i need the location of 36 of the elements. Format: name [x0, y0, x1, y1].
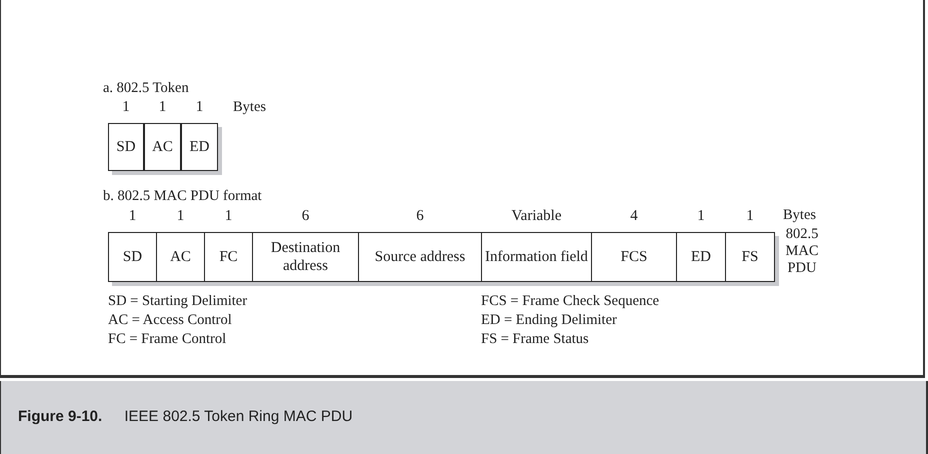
- byte-count: Variable: [510, 208, 562, 225]
- byte-count: 1: [176, 208, 186, 225]
- byte-count: 1: [745, 208, 755, 225]
- byte-count: 6: [300, 208, 310, 225]
- field-cell: FCS: [591, 232, 677, 282]
- byte-count: 4: [629, 208, 639, 225]
- field-cell: FS: [725, 232, 775, 282]
- abbreviation-note: ED = Ending Delimiter: [481, 312, 617, 329]
- abbreviation-note: FS = Frame Status: [481, 331, 589, 348]
- frame-name-label: 802.5 MAC PDU: [784, 226, 820, 277]
- unit-label: Bytes: [783, 207, 816, 224]
- figure-part-title: b. 802.5 MAC PDU format: [103, 188, 262, 205]
- abbreviation-note: SD = Starting Delimiter: [108, 293, 248, 310]
- byte-count: 1: [224, 208, 234, 225]
- figure-part-title: a. 802.5 Token: [103, 80, 189, 97]
- figure-caption: Figure 9-10. IEEE 802.5 Token Ring MAC PDU: [18, 408, 353, 425]
- abbreviation-note: FCS = Frame Check Sequence: [481, 293, 660, 310]
- field-cell: Source address: [358, 232, 482, 282]
- unit-label: Bytes: [233, 99, 266, 116]
- byte-count: 1: [128, 208, 138, 225]
- byte-count: 1: [194, 99, 204, 116]
- field-cell: ED: [676, 232, 726, 282]
- field-cell: Destination address: [252, 232, 359, 282]
- field-cell: AC: [144, 123, 181, 171]
- abbreviation-note: FC = Frame Control: [108, 331, 226, 348]
- field-cell: ED: [181, 123, 218, 171]
- byte-count: 1: [158, 99, 168, 116]
- field-cell: SD: [108, 232, 157, 282]
- field-cell: AC: [156, 232, 205, 282]
- byte-count: 1: [696, 208, 706, 225]
- field-cell: SD: [108, 123, 144, 171]
- abbreviation-note: AC = Access Control: [108, 312, 232, 329]
- field-cell: FC: [204, 232, 253, 282]
- byte-count: 1: [121, 99, 131, 116]
- byte-count: 6: [415, 208, 425, 225]
- field-cell: Information field: [481, 232, 592, 282]
